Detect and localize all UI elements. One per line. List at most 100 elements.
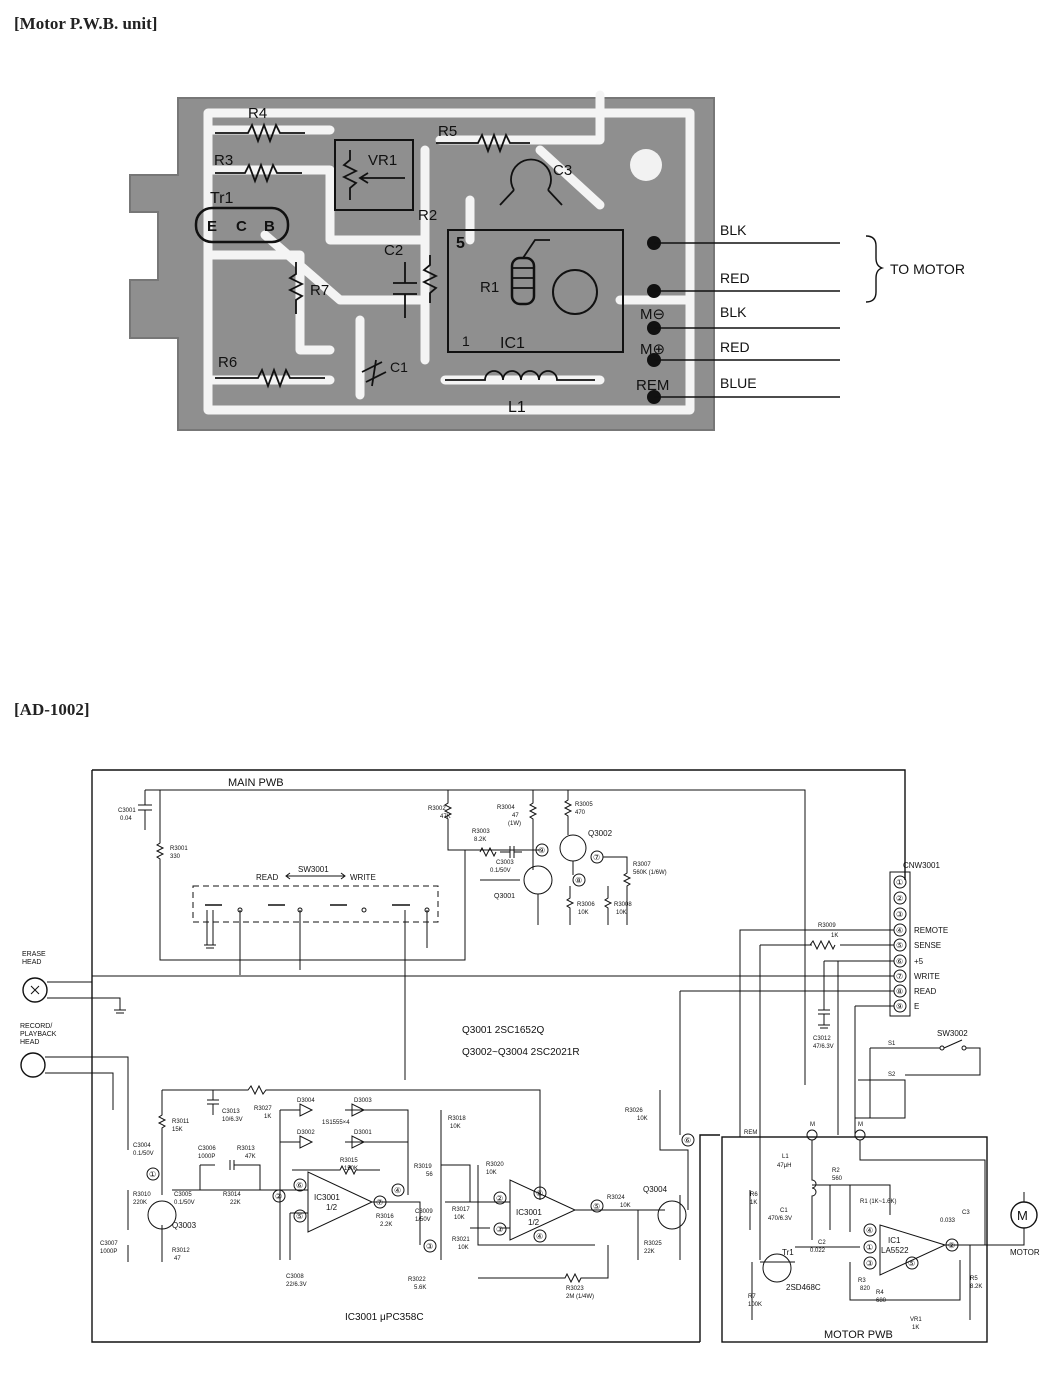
c3001-value: 0.04	[120, 816, 132, 822]
r3023-line	[478, 1245, 609, 1284]
q3001-label: Q3001	[494, 893, 515, 900]
c2-value: 0.022	[810, 1248, 826, 1254]
r3012-value: 47	[174, 1256, 181, 1262]
r5-value: 8.2K	[970, 1284, 982, 1290]
r3018-value: 10K	[450, 1124, 461, 1130]
ic-a-half: 1/2	[326, 1203, 338, 1212]
r3009-value: 1K	[831, 933, 838, 939]
c3006-name: C3006	[198, 1146, 216, 1152]
cn-pin8: ⑧	[896, 987, 903, 996]
r3002-line	[443, 790, 540, 851]
diodes-label: 1S1555×4	[322, 1120, 350, 1126]
pin-8b	[533, 1186, 547, 1200]
r3020-value: 10K	[486, 1170, 497, 1176]
cn-label-e: E	[914, 1002, 919, 1011]
l1-name: L1	[782, 1154, 789, 1160]
q3001-leads	[480, 879, 539, 925]
transistor-note-1: Q3001 2SC1652Q	[462, 1025, 545, 1036]
c3-leads	[499, 189, 563, 206]
r4-name: R4	[876, 1290, 884, 1296]
c2-symbol	[393, 262, 417, 318]
r5-symbol	[436, 132, 530, 154]
c3007-name: C3007	[100, 1241, 118, 1247]
vr1-box	[334, 139, 414, 211]
d3002-label: D3002	[297, 1130, 315, 1136]
wire-label-blk2: BLK	[720, 304, 747, 320]
c3012-value: 47/6.3V	[813, 1044, 834, 1050]
node-8-label: ⑧	[575, 876, 582, 885]
c3007-value: 1000P	[100, 1249, 117, 1255]
pin-3b-label: ③	[496, 1225, 503, 1234]
connector-wiring	[300, 929, 894, 1137]
r5-label: R5	[438, 123, 457, 140]
sw3001-arrow	[285, 872, 346, 880]
c3003-name: C3003	[496, 860, 514, 866]
r3008-name: R3008	[614, 902, 632, 908]
schematic-frames	[91, 769, 988, 1343]
q3002-label: Q3002	[588, 829, 613, 838]
r3008-value: 10K	[616, 910, 627, 916]
r3002-name: R3002	[428, 806, 446, 812]
ic1-pin2-label: ②	[948, 1241, 955, 1250]
sw3002-s2: S2	[888, 1072, 896, 1078]
sw3001-box	[192, 885, 439, 923]
q3002-symbol	[559, 834, 587, 862]
c3009-name: C3009	[415, 1209, 433, 1215]
vr1-symbol	[341, 150, 359, 200]
r3002-value: 47K	[440, 814, 451, 820]
motor-pwb-layout: R4 R3 R5 VR1 C3 Tr1 E C B R2 C2 R7 5 1 I…	[129, 90, 965, 431]
r3005-name: R3005	[575, 802, 593, 808]
r3007-line	[572, 856, 632, 925]
to-motor-label: TO MOTOR	[890, 261, 965, 277]
c1-label: C1	[390, 359, 408, 375]
schematic-section-title: [AD-1002]	[14, 700, 90, 719]
q3004-symbol	[657, 1200, 687, 1230]
r3022-name: R3022	[408, 1277, 426, 1283]
c3-name: C3	[962, 1210, 970, 1216]
r2-value: 560	[832, 1176, 843, 1182]
c3005-value: 0.1/50V	[174, 1200, 195, 1206]
r3-symbol	[215, 162, 302, 184]
r2-name: R2	[832, 1168, 840, 1174]
sw3002-lines	[855, 1048, 906, 1119]
pin-4b	[533, 1229, 547, 1243]
node-5	[590, 1199, 604, 1213]
wire-label-red1: RED	[720, 270, 750, 286]
rp-head-3: HEAD	[20, 1039, 39, 1046]
head-bus	[92, 975, 300, 977]
r3017-name: R3017	[452, 1207, 470, 1213]
pin-3b	[493, 1222, 507, 1236]
r3003-c3003	[479, 846, 522, 858]
label-m-minus: M⊖	[640, 306, 665, 323]
rp-head-2: PLAYBACK	[20, 1031, 57, 1038]
to-motor-brace	[865, 235, 885, 303]
amp-section-wiring	[127, 1084, 689, 1262]
label-rem: REM	[636, 377, 669, 394]
r7-name: R7	[748, 1294, 756, 1300]
vr1-value: 1K	[912, 1325, 919, 1331]
r3015-name: R3015	[340, 1158, 358, 1164]
c1-value: 470/6.3V	[768, 1216, 792, 1222]
c3001-symbol	[138, 790, 152, 830]
c2-name: C2	[818, 1240, 826, 1246]
c3-value: 0.033	[940, 1218, 956, 1224]
ic1-pin1	[863, 1240, 877, 1254]
ic1-circle	[552, 269, 598, 315]
tr1-pin-b: B	[264, 218, 275, 235]
node-3-label: ③	[426, 1242, 433, 1251]
ic1-pin1-label: ①	[866, 1243, 873, 1252]
motor-label: MOTOR	[1010, 1248, 1040, 1257]
cn-label-read: READ	[914, 987, 936, 996]
label-m-plus: M⊕	[640, 341, 665, 358]
c3005-name: C3005	[174, 1192, 192, 1198]
erase-head-leads	[47, 981, 126, 1014]
r3001-value: 330	[170, 854, 181, 860]
ic1-box	[447, 229, 624, 353]
l1-symbol	[445, 370, 595, 381]
node-9	[535, 843, 549, 857]
r3013-value: 47K	[245, 1154, 256, 1160]
c2-label: C2	[384, 242, 403, 259]
r3009-name: R3009	[818, 923, 836, 929]
r3025-name: R3025	[644, 1241, 662, 1247]
